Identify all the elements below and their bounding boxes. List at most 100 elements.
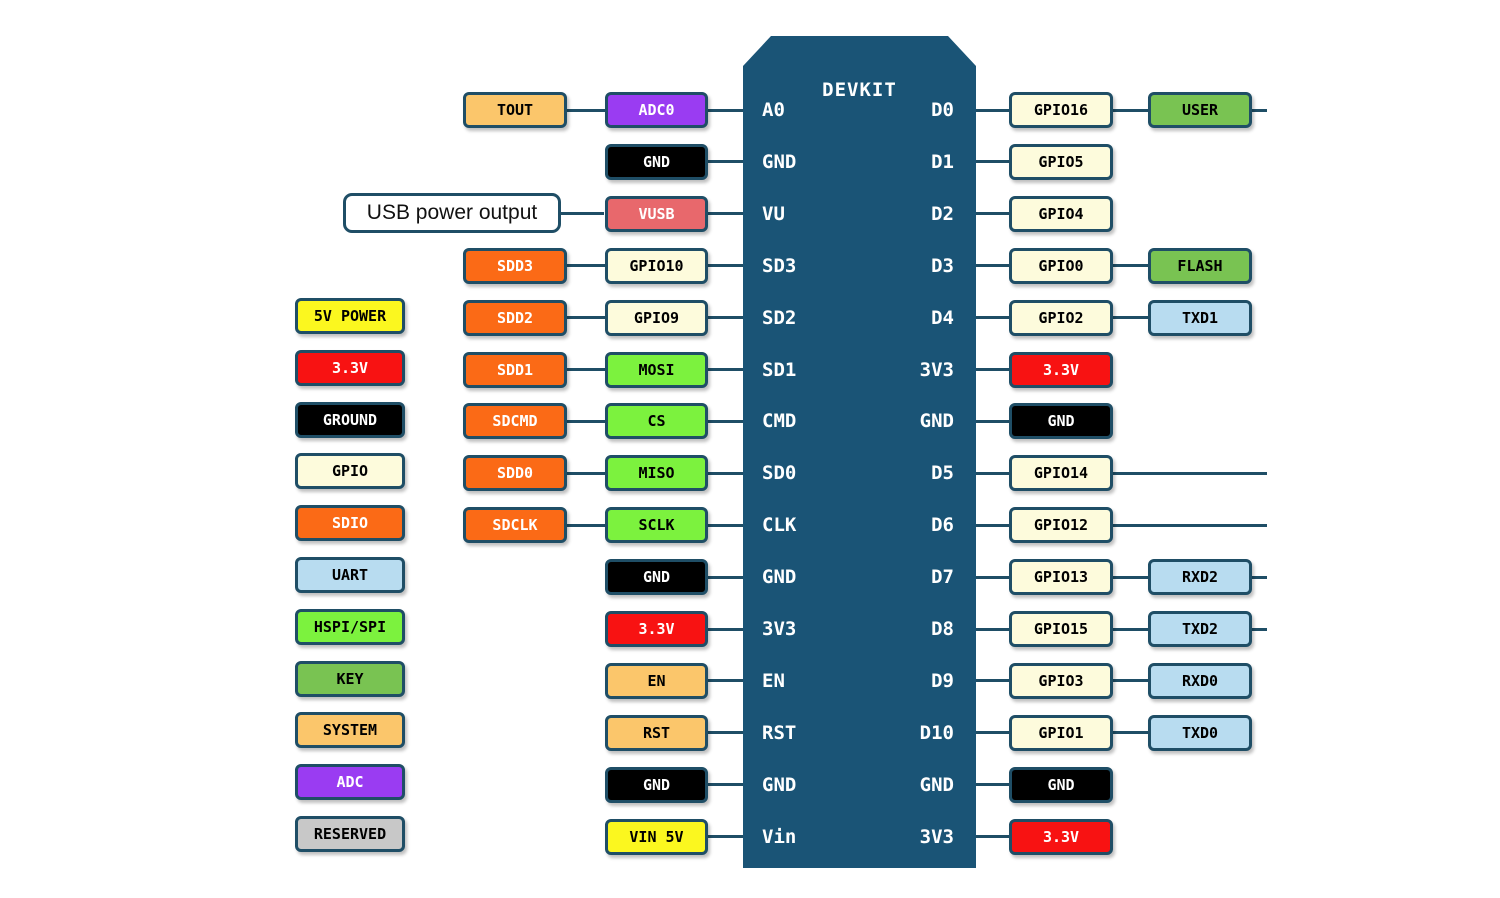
connector-line: [1112, 575, 1148, 579]
connector-line: [706, 264, 743, 268]
connector-line: [1112, 627, 1148, 631]
pin-label-left: RST: [762, 721, 797, 744]
pin-label-right: D5: [931, 462, 954, 485]
pin-box-adc0: ADC0: [605, 92, 708, 128]
pin-box-flash: FLASH: [1148, 247, 1252, 284]
pin-label-left: GND: [762, 566, 797, 589]
pin-label-left: SD2: [762, 306, 797, 329]
legend-item-5v-power: 5V POWER: [295, 298, 405, 334]
pin-box-cs: CS: [605, 403, 708, 440]
connector-line: [1112, 679, 1148, 683]
pin-box-3-3v: 3.3V: [1009, 351, 1113, 388]
pin-label-right: GND: [919, 773, 954, 796]
pin-box-gpio3: GPIO3: [1009, 662, 1113, 699]
pin-box-rxd2: RXD2: [1148, 559, 1252, 596]
pin-box-gnd: GND: [605, 766, 708, 803]
connector-line: [976, 627, 1010, 631]
connector-line: [1112, 471, 1267, 475]
pin-box-gnd: GND: [1009, 766, 1113, 803]
pin-box-rxd0: RXD0: [1148, 662, 1252, 699]
pin-box-gnd: GND: [605, 559, 708, 596]
pin-box-sdd3: SDD3: [463, 247, 567, 284]
pin-box-user: USER: [1148, 92, 1252, 128]
legend-item-uart: UART: [295, 557, 405, 593]
pin-label-left: SD1: [762, 358, 797, 381]
legend-item-hspi-spi: HSPI/SPI: [295, 608, 405, 645]
connector-line: [706, 419, 743, 423]
pin-box-gpio13: GPIO13: [1009, 559, 1113, 596]
pin-label-right: D2: [931, 202, 954, 225]
pin-box-gpio12: GPIO12: [1009, 507, 1113, 544]
pin-box-gpio10: GPIO10: [605, 247, 708, 284]
pin-box-vin-5v: VIN 5V: [605, 818, 708, 855]
connector-line: [566, 471, 606, 475]
pin-box-gnd: GND: [605, 143, 708, 180]
connector-line: [561, 212, 604, 216]
connector-line: [976, 835, 1010, 839]
pin-box-gpio9: GPIO9: [605, 299, 708, 336]
pin-box-sdclk: SDCLK: [463, 507, 567, 544]
connector-line: [1112, 316, 1148, 320]
pin-label-left: 3V3: [762, 618, 797, 640]
connector-line: [566, 264, 606, 268]
legend-item-gpio: GPIO: [295, 453, 405, 490]
connector-line: [976, 160, 1010, 164]
pin-label-right: 3V3: [919, 358, 954, 381]
pin-box-sdd0: SDD0: [463, 455, 567, 492]
connector-line: [976, 316, 1010, 320]
connector-line: [566, 419, 606, 423]
pin-box-miso: MISO: [605, 455, 708, 492]
pin-box-gpio14: GPIO14: [1009, 455, 1113, 492]
pin-label-right: D8: [931, 618, 954, 640]
pin-box-gpio15: GPIO15: [1009, 611, 1113, 647]
pin-box-sdd1: SDD1: [463, 351, 567, 388]
connector-line: [706, 108, 743, 112]
connector-line: [976, 679, 1010, 683]
pin-box-mosi: MOSI: [605, 351, 708, 388]
connector-line: [1112, 731, 1148, 735]
connector-line: [706, 212, 743, 216]
connector-line: [976, 783, 1010, 787]
connector-line: [706, 627, 743, 631]
legend-item-3-3v: 3.3V: [295, 349, 405, 386]
pin-label-right: D4: [931, 306, 954, 329]
pin-label-left: SD3: [762, 254, 797, 277]
pin-box-txd0: TXD0: [1148, 714, 1252, 751]
pin-box-rst: RST: [605, 714, 708, 751]
connector-line: [976, 264, 1010, 268]
connector-line: [976, 419, 1010, 423]
legend-item-system: SYSTEM: [295, 712, 405, 749]
pin-box-3-3v: 3.3V: [605, 611, 708, 647]
pin-box-en: EN: [605, 662, 708, 699]
connector-line: [566, 523, 606, 527]
pin-label-left: Vin: [762, 825, 797, 848]
connector-line: [976, 731, 1010, 735]
pin-box-tout: TOUT: [463, 92, 567, 128]
pin-label-right: D7: [931, 566, 954, 589]
legend-item-sdio: SDIO: [295, 505, 405, 542]
pin-label-left: SD0: [762, 462, 797, 485]
connector-line: [706, 731, 743, 735]
pin-box-gpio0: GPIO0: [1009, 247, 1113, 284]
connector-line: [706, 316, 743, 320]
pin-label-right: D1: [931, 150, 954, 173]
pin-label-left: A0: [762, 99, 785, 121]
pin-box-txd1: TXD1: [1148, 299, 1252, 336]
connector-line: [706, 679, 743, 683]
legend-item-ground: GROUND: [295, 401, 405, 438]
legend-item-reserved: RESERVED: [295, 816, 405, 852]
connector-line: [706, 835, 743, 839]
connector-line: [706, 160, 743, 164]
connector-line: [1112, 264, 1148, 268]
pin-label-right: D10: [919, 721, 954, 744]
connector-line: [706, 471, 743, 475]
pin-label-left: CMD: [762, 410, 797, 433]
pin-box-sclk: SCLK: [605, 507, 708, 544]
pin-box-gnd: GND: [1009, 403, 1113, 440]
connector-line: [1250, 108, 1267, 112]
pin-box-txd2: TXD2: [1148, 611, 1252, 647]
pin-label-right: D3: [931, 254, 954, 277]
pin-label-left: VU: [762, 202, 785, 225]
connector-line: [976, 471, 1010, 475]
